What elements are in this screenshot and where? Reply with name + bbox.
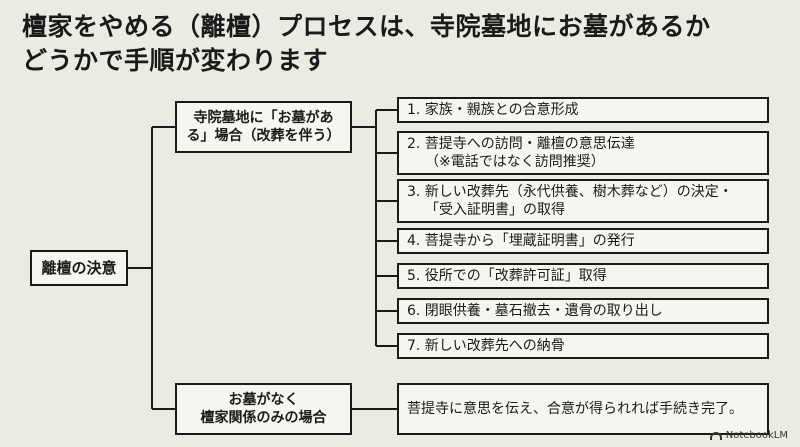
step-2: 2. 菩提寺への訪問・離檀の意思伝達 （※電話ではなく訪問推奨）	[397, 131, 769, 175]
root-node-decision: 離檀の決意	[30, 250, 128, 286]
branch-b-line-1: お墓がなく	[228, 392, 299, 408]
step-4: 4. 菩提寺から「埋蔵証明書」の発行	[397, 228, 769, 254]
step-4-label: 4. 菩提寺から「埋蔵証明書」の発行	[407, 233, 635, 249]
step-1-label: 1. 家族・親族との合意形成	[407, 102, 579, 118]
step-5: 5. 役所での「改葬許可証」取得	[397, 263, 769, 289]
branch-b-result-label: 菩提寺に意思を伝え、合意が得られれば手続き完了。	[407, 401, 743, 417]
branch-a-line-2: る」場合（改葬を伴う）	[186, 128, 341, 144]
branch-b-line-2: 檀家関係のみの場合	[200, 410, 327, 426]
notebooklm-brand: NotebookLM	[709, 430, 788, 441]
step-3: 3. 新しい改葬先（永代供養、樹木葬など）の決定・ 「受入証明書」の取得	[397, 179, 769, 223]
step-1: 1. 家族・親族との合意形成	[397, 97, 769, 123]
title-line-2: どうかで手順が変わります	[22, 46, 329, 75]
page-title: 檀家をやめる（離檀）プロセスは、寺院墓地にお墓があるか どうかで手順が変わります	[22, 10, 782, 78]
step-7: 7. 新しい改葬先への納骨	[397, 333, 769, 359]
branch-b-node: お墓がなく 檀家関係のみの場合	[175, 383, 352, 435]
brand-label: NotebookLM	[725, 430, 788, 441]
title-line-1: 檀家をやめる（離檀）プロセスは、寺院墓地にお墓があるか	[22, 12, 711, 41]
branch-a-node: 寺院墓地に「お墓があ る」場合（改葬を伴う）	[175, 101, 352, 153]
step-6: 6. 閉眼供養・墓石撤去・遺骨の取り出し	[397, 298, 769, 324]
step-3-note: 「受入証明書」の取得	[425, 202, 565, 218]
step-7-label: 7. 新しい改葬先への納骨	[407, 338, 565, 354]
branch-b-result: 菩提寺に意思を伝え、合意が得られれば手続き完了。	[397, 383, 769, 435]
branch-a-line-1: 寺院墓地に「お墓があ	[193, 110, 334, 126]
step-2-note: （※電話ではなく訪問推奨）	[425, 154, 605, 170]
root-label: 離檀の決意	[41, 259, 117, 277]
step-3-label: 3. 新しい改葬先（永代供養、樹木葬など）の決定・	[407, 184, 733, 200]
step-2-label: 2. 菩提寺への訪問・離檀の意思伝達	[407, 136, 635, 152]
step-6-label: 6. 閉眼供養・墓石撤去・遺骨の取り出し	[407, 303, 663, 319]
step-5-label: 5. 役所での「改葬許可証」取得	[407, 268, 607, 284]
notebooklm-logo-icon	[709, 431, 722, 440]
